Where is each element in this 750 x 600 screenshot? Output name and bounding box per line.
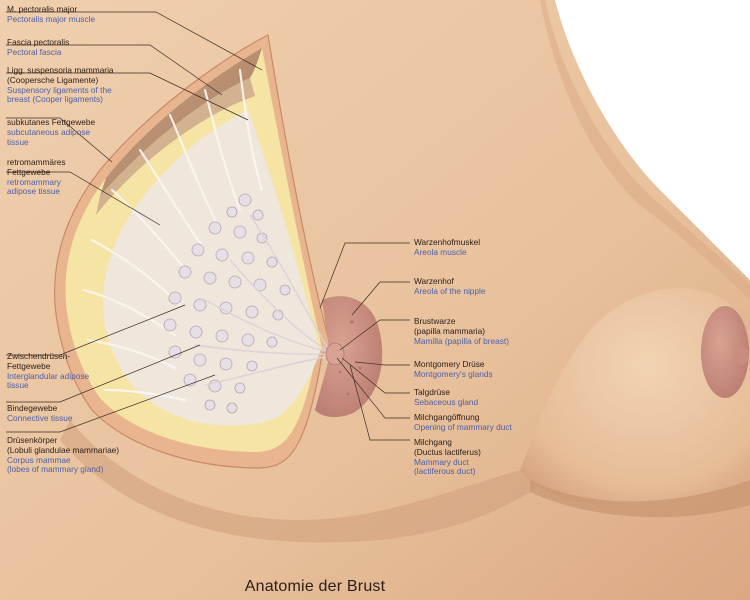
label-sebaceous-gland: Talgdrüse Sebaceous gland — [414, 387, 479, 408]
label-cooper-ligaments: Ligg. suspensoria mammaria (Coopersche L… — [7, 65, 114, 105]
label-mammary-duct: Milchgang (Ductus lactiferus) Mammary du… — [414, 437, 481, 477]
label-en: Corpus mammae — [7, 454, 71, 465]
figure-caption: Anatomie der Brust — [244, 578, 386, 595]
label-fascia-pectoralis: Fascia pectoralis Pectoral fascia — [7, 37, 70, 58]
label-duct-opening: Milchgangöffnung Opening of mammary duct — [414, 412, 512, 433]
label-subcutaneous-fat: subkutanes Fettgewebe subcutaneous adipo… — [7, 117, 96, 147]
label-en: Areola muscle — [414, 246, 467, 257]
label-connective-tissue: Bindegewebe Connective tissue — [7, 403, 73, 424]
right-breast — [520, 288, 750, 507]
label-en: breast (Cooper ligaments) — [7, 94, 103, 105]
left-nipple — [325, 342, 345, 366]
torso-shadow — [540, 0, 750, 300]
label-de: Zwischendrüsen- — [7, 351, 71, 361]
label-en: Mammary duct — [414, 456, 469, 467]
label-en: subcutaneous adipose — [7, 126, 91, 137]
label-en: Suspensory ligaments of the — [7, 84, 112, 95]
label-en: Pectoralis major muscle — [7, 13, 96, 24]
label-en: Interglandular adipose — [7, 370, 90, 381]
label-de: Montgomery Drüse — [414, 359, 485, 369]
label-nipple: Brustwarze (papilla mammaria) Mamilla (p… — [414, 316, 509, 346]
label-de: Fascia pectoralis — [7, 37, 70, 47]
label-en: Montgomery's glands — [414, 368, 493, 379]
label-en: Areola of the nipple — [414, 285, 486, 296]
label-de: Drüsenkörper — [7, 435, 58, 445]
right-areola — [701, 306, 749, 398]
label-en: Pectoral fascia — [7, 46, 62, 57]
label-en: adipose tissue — [7, 186, 61, 197]
left-areola — [315, 296, 383, 418]
label-corpus-mammae: Drüsenkörper (Lobuli glandulae mammariae… — [7, 435, 120, 475]
label-de: Brustwarze — [414, 316, 456, 326]
left-breast-underside — [60, 420, 539, 543]
label-de: (Coopersche Ligamente) — [7, 74, 99, 85]
right-nipple — [735, 347, 749, 365]
label-de: retromammäres — [7, 157, 66, 167]
label-en: Opening of mammary duct — [414, 421, 512, 432]
label-en: Connective tissue — [7, 412, 73, 423]
label-areola-muscle: Warzenhofmuskel Areola muscle — [414, 237, 481, 258]
label-en: Mamilla (papilla of breast) — [414, 335, 509, 346]
pectoral-fascia — [96, 78, 255, 215]
cross-section — [53, 34, 331, 469]
label-en: retromammary — [7, 176, 61, 187]
label-de: Fettgewebe — [7, 360, 51, 371]
label-de: subkutanes Fettgewebe — [7, 117, 96, 127]
label-de: Milchgang — [414, 437, 452, 447]
label-areola: Warzenhof Areola of the nipple — [414, 276, 486, 297]
label-de: Warzenhofmuskel — [414, 237, 481, 247]
label-montgomery-gland: Montgomery Drüse Montgomery's glands — [414, 359, 493, 380]
label-interglandular-fat: Zwischendrüsen- Fettgewebe Interglandula… — [7, 351, 90, 391]
leader-lines — [6, 11, 410, 441]
label-pectoralis-major: M. pectoralis major Pectoralis major mus… — [7, 4, 96, 25]
glandular-tissue — [103, 110, 321, 426]
label-en: Sebaceous gland — [414, 396, 479, 407]
label-de: Fettgewebe — [7, 166, 51, 177]
label-de: Warzenhof — [414, 276, 454, 286]
label-en: tissue — [7, 380, 29, 391]
label-de: (papilla mammaria) — [414, 325, 486, 336]
label-retromammary-fat: retromammäres Fettgewebe retromammary ad… — [7, 157, 66, 197]
label-en: (lobes of mammary gland) — [7, 464, 104, 475]
pectoralis-muscle — [100, 48, 262, 196]
label-de: (Ductus lactiferus) — [414, 446, 481, 457]
label-de: Milchgangöffnung — [414, 412, 480, 422]
label-de: Bindegewebe — [7, 403, 58, 413]
label-de: Talgdrüse — [414, 387, 450, 397]
label-en: (lactiferous duct) — [414, 466, 476, 477]
label-de: M. pectoralis major — [7, 4, 78, 14]
montgomery-glands — [338, 320, 362, 396]
label-en: tissue — [7, 136, 29, 147]
right-breast-underside — [530, 480, 750, 518]
label-de: (Lobuli glandulae mammariae) — [7, 444, 120, 455]
label-de: Ligg. suspensoria mammaria — [7, 65, 114, 75]
